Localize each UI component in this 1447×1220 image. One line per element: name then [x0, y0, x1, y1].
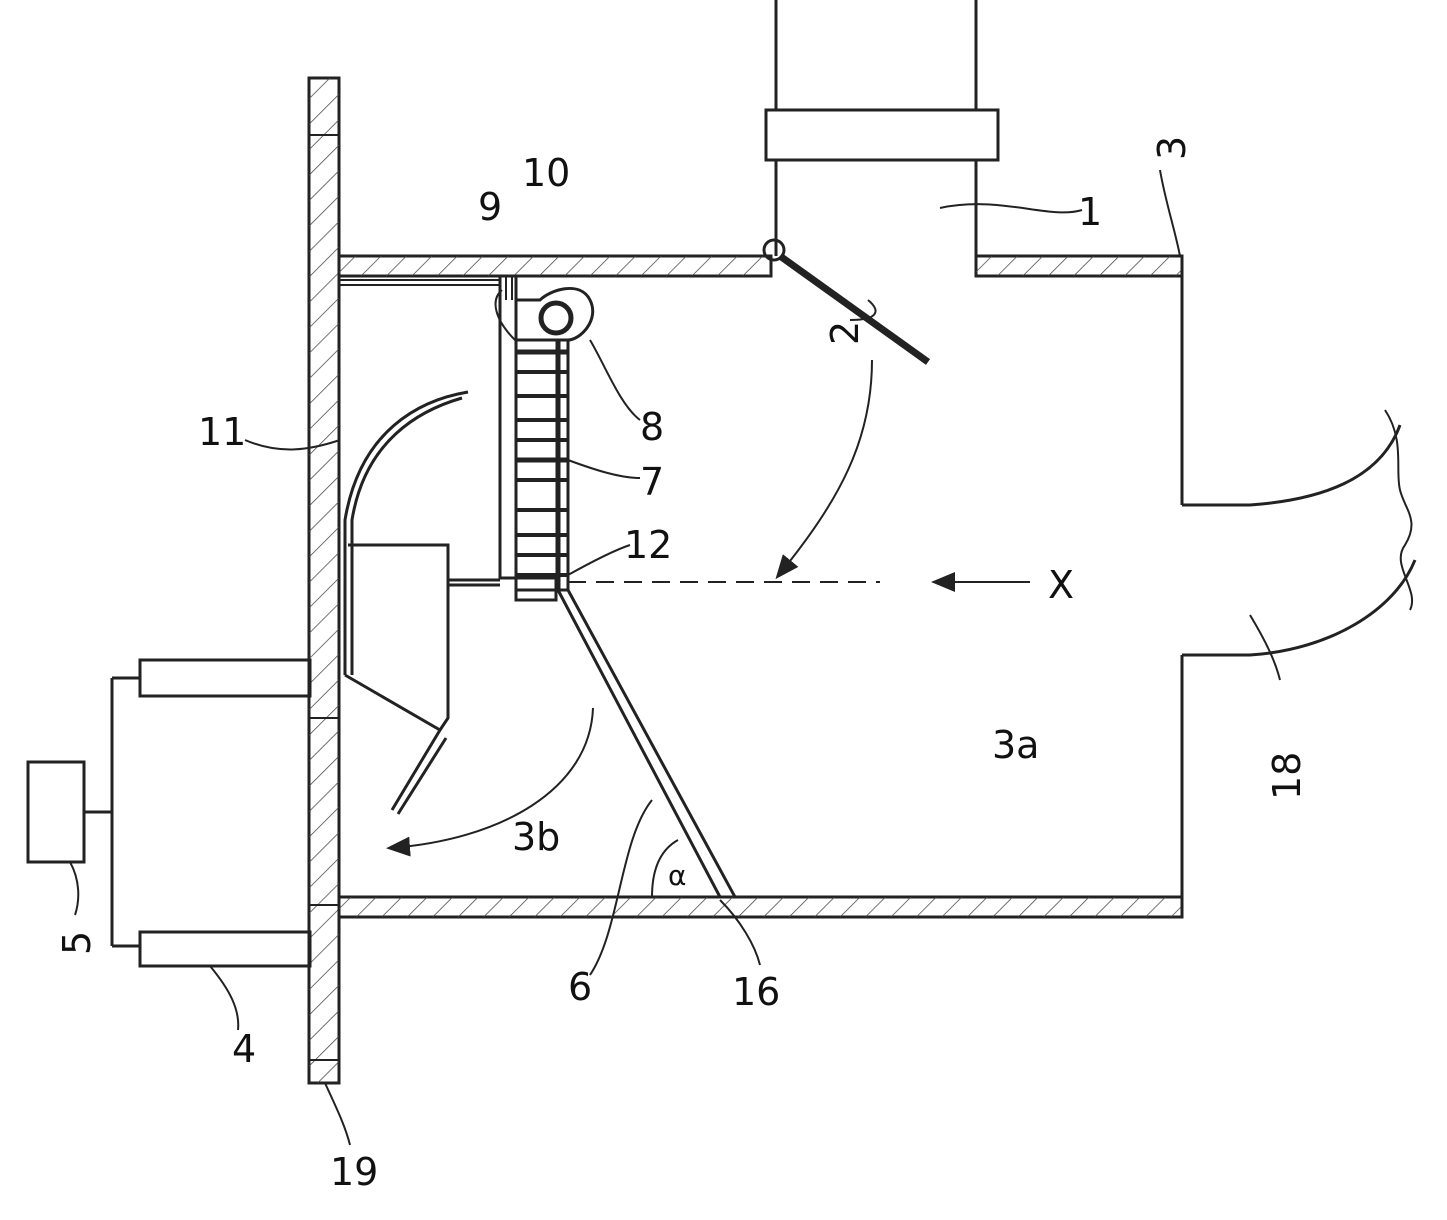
label-2: 2 [823, 321, 867, 345]
label-4: 4 [232, 1027, 256, 1071]
label-5: 5 [55, 931, 99, 955]
angle-alpha-label: α [668, 859, 686, 892]
label-10: 10 [522, 151, 570, 195]
flow-arrows [390, 360, 1030, 848]
label-3b: 3b [512, 815, 560, 859]
label-19: 19 [330, 1150, 378, 1194]
label-12: 12 [624, 523, 672, 567]
label-3: 3 [1150, 136, 1194, 160]
filter-unit [339, 276, 593, 590]
label-11: 11 [198, 410, 246, 454]
nozzles-4 [85, 660, 310, 966]
leader-lines [70, 170, 1280, 1145]
guide-vane-11 [345, 392, 468, 675]
baffle-6 [558, 590, 735, 897]
label-16: 16 [732, 970, 780, 1014]
label-9: 9 [478, 185, 502, 229]
angle-alpha: α [652, 840, 686, 897]
outlet-duct-18 [1182, 410, 1415, 655]
blower-5 [28, 762, 84, 862]
blower-housing [345, 545, 448, 814]
label-3a: 3a [992, 723, 1039, 767]
housing-top-wall [339, 256, 1182, 276]
label-7: 7 [640, 460, 664, 504]
side-wall-19 [309, 78, 339, 1083]
label-18: 18 [1265, 752, 1309, 800]
housing-bottom-wall [339, 897, 1182, 917]
label-8: 8 [640, 405, 664, 449]
label-1: 1 [1078, 190, 1102, 234]
label-6: 6 [568, 965, 592, 1009]
label-X: X [1048, 563, 1074, 607]
inlet-pipe-1 [766, 0, 998, 256]
